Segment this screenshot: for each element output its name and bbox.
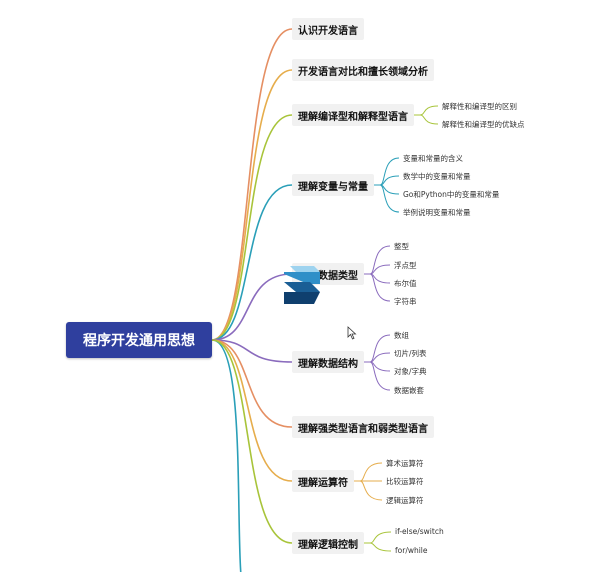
- mouse-pointer-icon: [347, 326, 357, 340]
- leaf-connector: [364, 531, 392, 544]
- leaf-connector: [374, 157, 400, 186]
- leaf-node[interactable]: 解释性和编译型的优缺点: [442, 120, 525, 129]
- branch-node[interactable]: 理解编译型和解释型语言: [292, 104, 414, 126]
- branch-connector: [211, 339, 293, 428]
- leaf-node[interactable]: 数据嵌套: [394, 386, 424, 395]
- leaf-node[interactable]: 布尔值: [394, 279, 417, 288]
- branch-node[interactable]: 理解强类型语言和弱类型语言: [292, 416, 434, 438]
- leaf-node[interactable]: 变量和常量的含义: [403, 154, 463, 163]
- leaf-node[interactable]: for/while: [395, 546, 428, 555]
- branch-label: 理解逻辑控制: [298, 539, 358, 551]
- root-node[interactable]: 程序开发通用思想: [66, 322, 212, 358]
- leaf-node[interactable]: 浮点型: [394, 261, 417, 270]
- leaf-connector: [374, 184, 400, 213]
- branch-connector: [211, 114, 293, 341]
- root-label: 程序开发通用思想: [83, 333, 195, 349]
- leaf-connector: [414, 105, 439, 116]
- branch-label: 理解变量与常量: [298, 181, 368, 193]
- leaf-node[interactable]: 举例说明变量和常量: [403, 208, 471, 217]
- leaf-connector: [364, 273, 391, 302]
- branch-node[interactable]: 开发语言对比和擅长领域分析: [292, 59, 434, 81]
- leaf-connector: [374, 184, 400, 195]
- leaf-node[interactable]: if-else/switch: [395, 527, 444, 536]
- leaf-connector: [374, 175, 400, 186]
- branch-connector: [211, 339, 293, 482]
- leaf-connector: [354, 462, 383, 482]
- branch-connector: [211, 28, 293, 341]
- branch-connector-offscreen: [211, 339, 242, 572]
- leaf-node[interactable]: 比较运算符: [386, 477, 424, 486]
- leaf-connector: [354, 480, 383, 501]
- leaf-connector: [364, 361, 391, 391]
- branch-connector: [211, 273, 293, 341]
- branch-label: 认识开发语言: [298, 25, 358, 37]
- branch-label: 理解数据类型: [298, 270, 358, 282]
- leaf-connector: [364, 352, 391, 363]
- leaf-connector: [364, 264, 391, 275]
- branch-node[interactable]: 理解运算符: [292, 470, 354, 492]
- leaf-node[interactable]: 数学中的变量和常量: [403, 172, 471, 181]
- leaf-connector: [364, 334, 391, 363]
- leaf-node[interactable]: 整型: [394, 242, 409, 251]
- leaf-node[interactable]: 数组: [394, 331, 409, 340]
- s-logo-icon: [284, 266, 320, 304]
- branch-label: 理解强类型语言和弱类型语言: [298, 423, 428, 435]
- leaf-connector: [364, 542, 392, 552]
- branch-node[interactable]: 认识开发语言: [292, 18, 364, 40]
- leaf-node[interactable]: 对象/字典: [394, 367, 427, 376]
- leaf-node[interactable]: 算术运算符: [386, 459, 424, 468]
- branch-connector: [211, 339, 293, 363]
- leaf-node[interactable]: 逻辑运算符: [386, 496, 424, 505]
- branch-connector: [211, 339, 293, 544]
- leaf-node[interactable]: 切片/列表: [394, 349, 427, 358]
- branch-label: 理解运算符: [298, 477, 348, 489]
- branch-node[interactable]: 理解变量与常量: [292, 174, 374, 196]
- branch-node[interactable]: 理解逻辑控制: [292, 532, 364, 554]
- branch-connector: [211, 184, 293, 341]
- leaf-connector: [364, 361, 391, 372]
- branch-connector: [211, 69, 293, 341]
- branch-label: 理解数据结构: [298, 358, 358, 370]
- branch-node[interactable]: 理解数据结构: [292, 351, 364, 373]
- leaf-node[interactable]: 解释性和编译型的区别: [442, 102, 517, 111]
- branch-label: 理解编译型和解释型语言: [298, 111, 408, 123]
- leaf-connector: [414, 114, 439, 125]
- leaf-node[interactable]: 字符串: [394, 297, 417, 306]
- leaf-connector: [364, 245, 391, 275]
- branch-label: 开发语言对比和擅长领域分析: [298, 66, 428, 78]
- leaf-connector: [364, 273, 391, 284]
- leaf-node[interactable]: Go和Python中的变量和常量: [403, 190, 500, 199]
